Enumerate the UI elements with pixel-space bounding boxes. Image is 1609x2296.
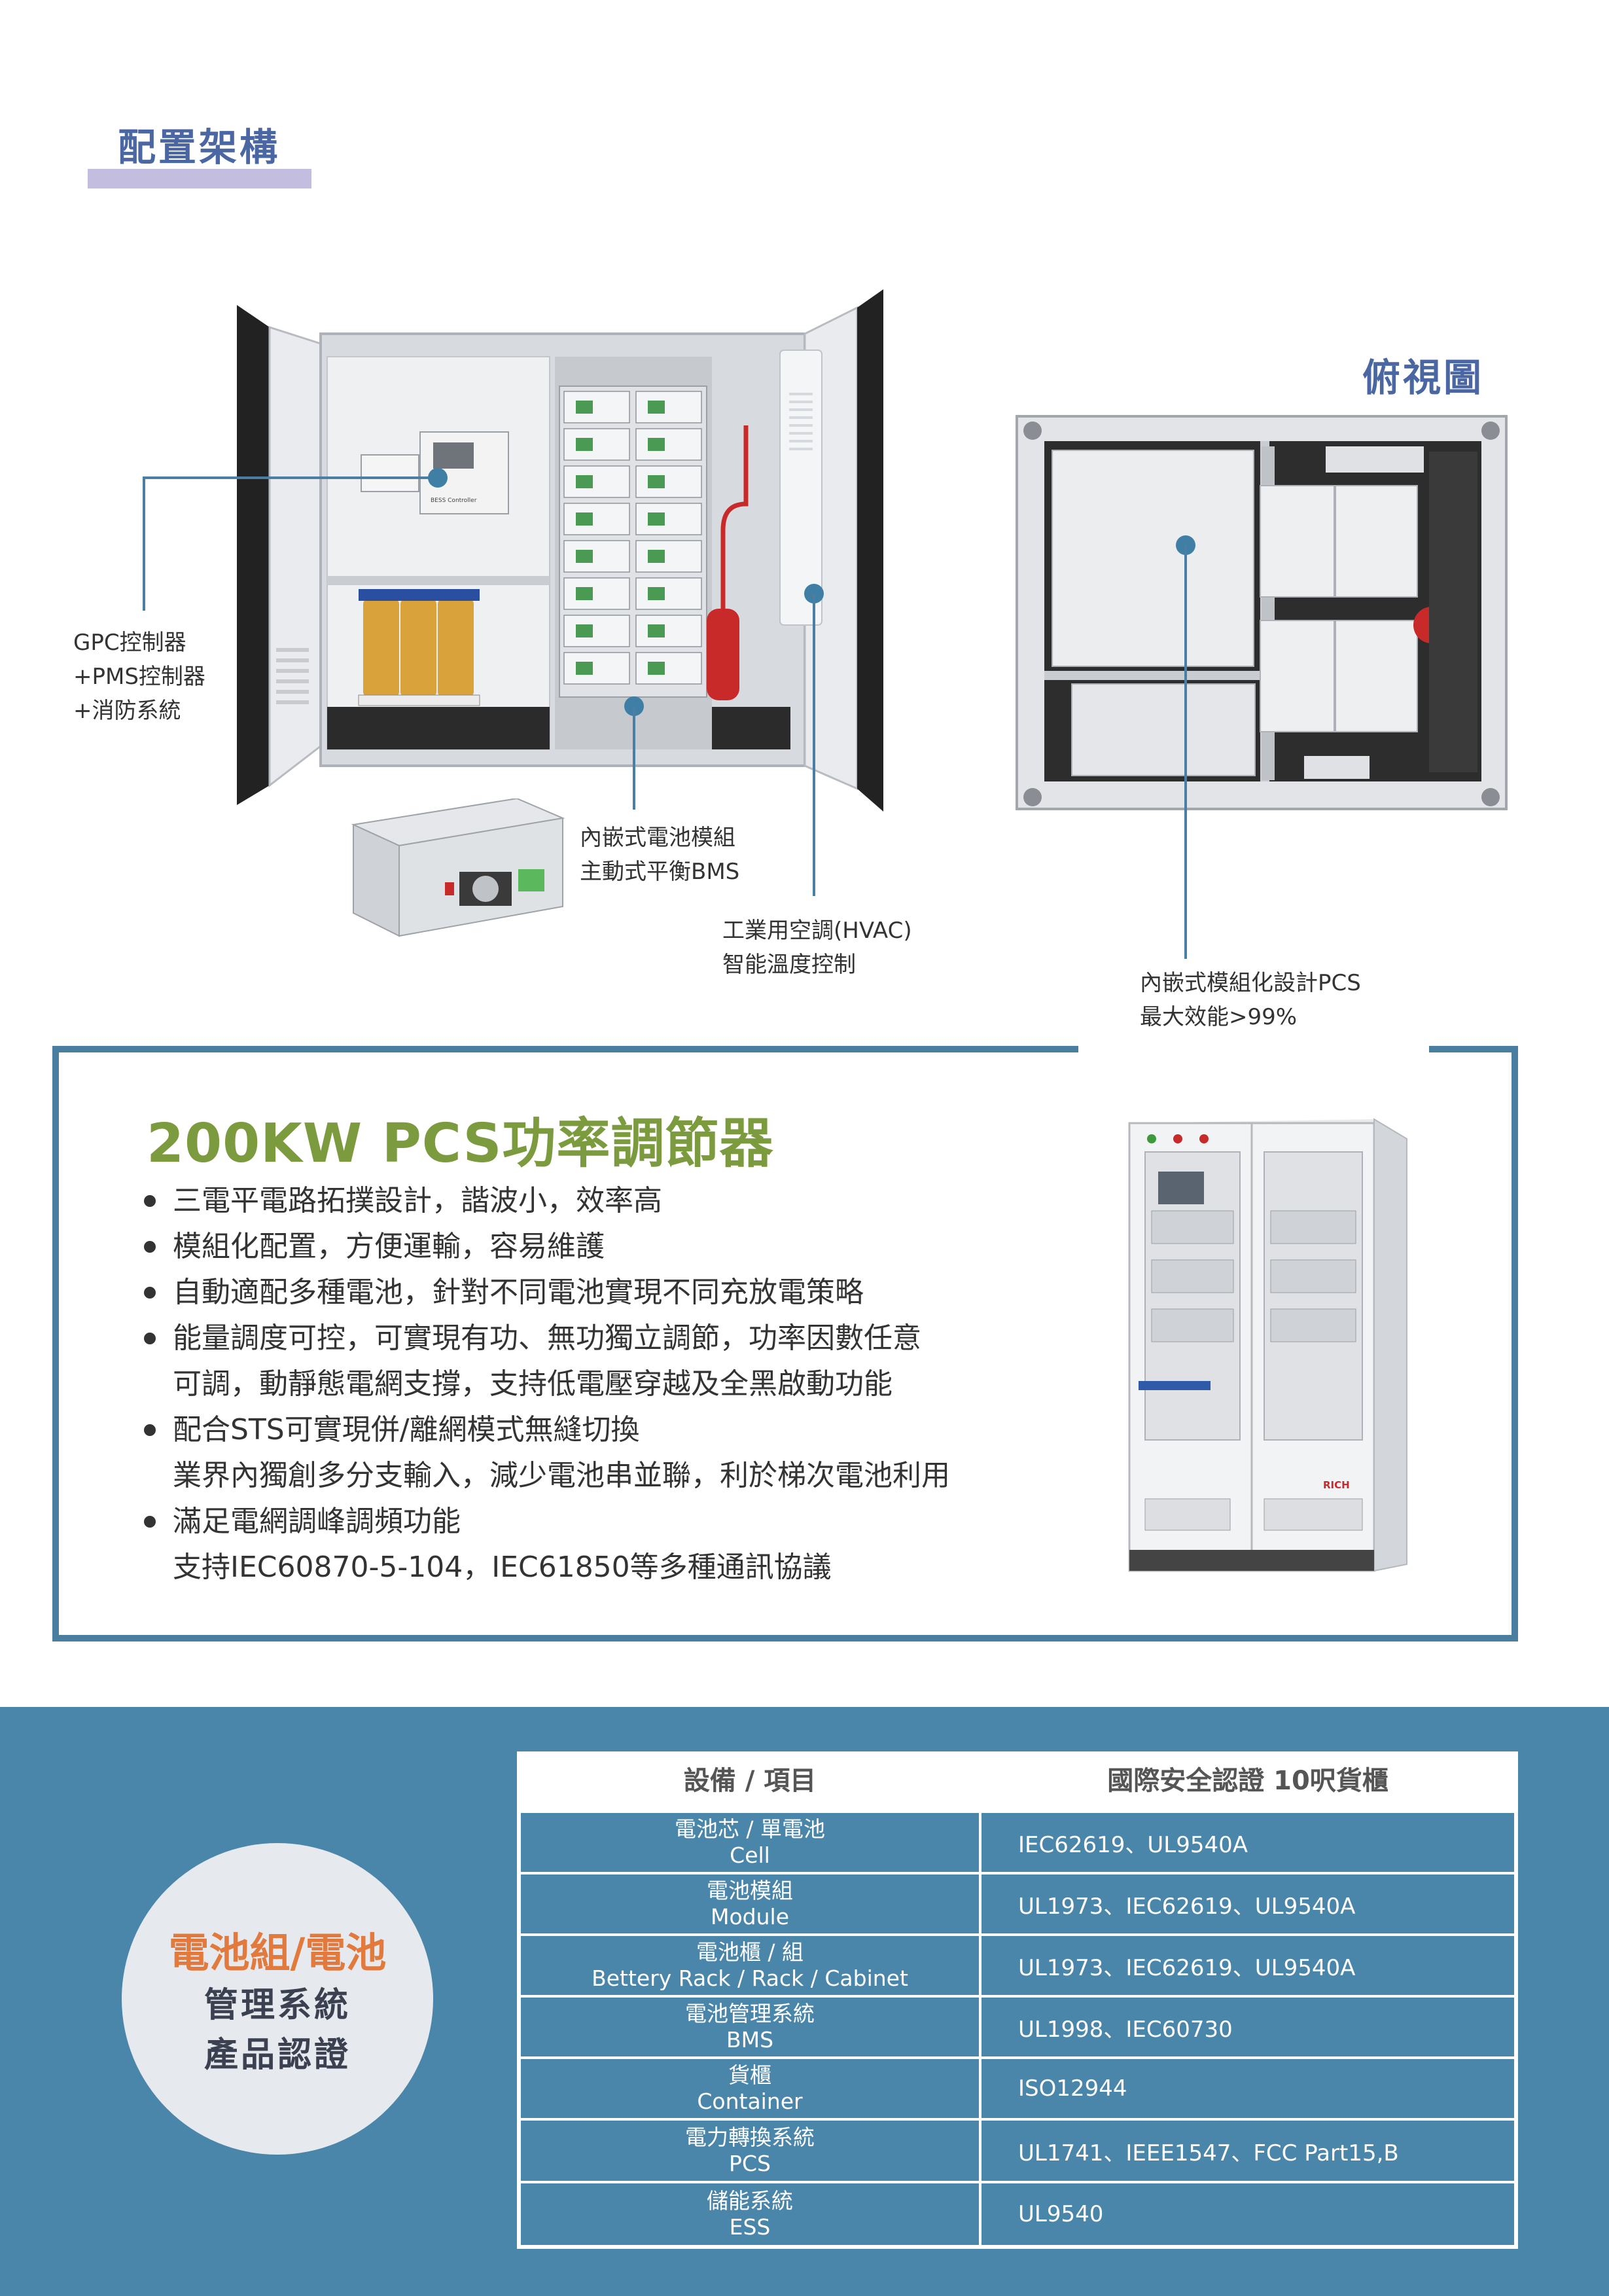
- battery-module-indicator: [648, 587, 665, 600]
- battery-module-slot: [563, 391, 630, 423]
- top-view-illustration: [1016, 415, 1508, 810]
- table-row-cert: UL9540: [981, 2183, 1514, 2245]
- battery-module-slot: [563, 503, 630, 535]
- battery-module-indicator: [576, 587, 593, 600]
- controller-label: BESS Controller: [431, 497, 477, 504]
- battery-module-indicator: [648, 475, 665, 488]
- battery-module-slot: [635, 540, 702, 573]
- battery-module-slot: [635, 428, 702, 461]
- battery-module-indicator: [576, 438, 593, 451]
- top-view-title: 俯視圖: [1362, 355, 1485, 400]
- callout-label-gpc: GPC控制器 +PMS控制器 +消防系統: [73, 630, 205, 724]
- battery-module-slot: [635, 615, 702, 647]
- table-row-cert: UL1741、IEEE1547、FCC Part15,B: [981, 2121, 1514, 2181]
- table-row-item: 儲能系統 ESS: [521, 2183, 979, 2245]
- battery-module-indicator: [576, 475, 593, 488]
- battery-module-indicator: [576, 550, 593, 563]
- feature-item: 三電平電路拓撲設計，諧波小，效率高: [144, 1178, 1073, 1224]
- section-title: 配置架構: [118, 125, 281, 170]
- battery-module-indicator: [648, 662, 665, 675]
- battery-module-slot: [563, 615, 630, 647]
- battery-module-indicator: [648, 624, 665, 637]
- battery-module-indicator: [576, 401, 593, 414]
- callout-line-battery: [633, 706, 635, 810]
- callout-line-hvac: [813, 594, 815, 896]
- table-header-cert: 國際安全認證 10呎貨櫃: [1107, 1766, 1388, 1796]
- circle-subtitle-1: 管理系統: [203, 1986, 351, 2025]
- circle-subtitle-2: 產品認證: [203, 2036, 351, 2075]
- pcs-box-border-gap: [1078, 1039, 1429, 1055]
- callout-line-pcs: [1184, 545, 1187, 959]
- table-row-cert: UL1998、IEC60730: [981, 1998, 1514, 2056]
- feature-item-continued: 業界內獨創多分支輸入，減少電池串並聯，利於梯次電池利用: [173, 1459, 950, 1492]
- fire-extinguisher: [707, 609, 739, 700]
- battery-module-indicator: [648, 512, 665, 526]
- battery-rack: [559, 386, 707, 698]
- battery-module-slot: [635, 503, 702, 535]
- section-title-underline: [88, 169, 311, 188]
- circle-title: 電池組/電池: [168, 1929, 387, 1977]
- callout-dot-gpc: [428, 468, 448, 488]
- table-row-item: 電池管理系統 BMS: [521, 1998, 979, 2056]
- battery-module-image: [351, 798, 565, 937]
- table-row-cert: UL1973、IEC62619、UL9540A: [981, 1874, 1514, 1933]
- pcs-title: 200KW PCS功率調節器: [147, 1113, 774, 1175]
- table-row-item: 電力轉換系統 PCS: [521, 2121, 979, 2181]
- battery-module-slot: [563, 540, 630, 573]
- battery-module-indicator: [648, 550, 665, 563]
- table-row-item: 電池芯 / 單電池 Cell: [521, 1813, 979, 1872]
- pcs-feature-box: [52, 1046, 1518, 1641]
- table-row-cert: ISO12944: [981, 2059, 1514, 2118]
- certification-circle-text: 電池組/電池 管理系統 產品認證: [122, 1926, 433, 2080]
- battery-module-indicator: [576, 624, 593, 637]
- feature-item: 自動適配多種電池，針對不同電池實現不同充放電策略: [144, 1270, 1073, 1316]
- battery-module-indicator: [648, 438, 665, 451]
- callout-label-battery: 內嵌式電池模組 主動式平衡BMS: [580, 825, 740, 885]
- certification-table: 設備 / 項目 國際安全認證 10呎貨櫃 電池芯 / 單電池 Cell IEC6…: [517, 1751, 1518, 2249]
- callout-label-hvac: 工業用空調(HVAC) 智能溫度控制: [722, 918, 912, 978]
- battery-module-slot: [635, 652, 702, 685]
- table-row-cert: IEC62619、UL9540A: [981, 1813, 1514, 1872]
- callout-line-gpc-vertical: [143, 476, 145, 611]
- feature-item-continued: 可調，動靜態電網支撐，支持低電壓穿越及全黑啟動功能: [173, 1367, 893, 1401]
- feature-item: 配合STS可實現併/離網模式無縫切換: [144, 1407, 1073, 1453]
- feature-item: 滿足電網調峰調頻功能: [144, 1499, 1073, 1545]
- pcs-cabinet-top: [1052, 450, 1254, 667]
- battery-module-indicator: [576, 512, 593, 526]
- battery-module-slot: [563, 465, 630, 498]
- left-door: [237, 305, 270, 805]
- battery-module-indicator: [648, 401, 665, 414]
- feature-item: 模組化配置，方便運輸，容易維護: [144, 1224, 1073, 1270]
- battery-module-slot: [563, 652, 630, 685]
- callout-label-pcs: 內嵌式模組化設計PCS 最大效能>99%: [1140, 970, 1361, 1030]
- feature-item: 能量調度可控，可實現有功、無功獨立調節，功率因數任意: [144, 1316, 1073, 1361]
- battery-module-indicator: [576, 662, 593, 675]
- pcs-brand-label: RICH: [1323, 1479, 1350, 1491]
- table-row-item: 電池櫃 / 組 Bettery Rack / Rack / Cabinet: [521, 1936, 979, 1995]
- container-illustration: BESS Controller: [237, 289, 883, 812]
- battery-module-slot: [563, 577, 630, 610]
- battery-module-slot: [635, 465, 702, 498]
- feature-item-continued: 支持IEC60870-5-104，IEC61850等多種通訊協議: [173, 1551, 832, 1584]
- table-row-item: 電池模組 Module: [521, 1874, 979, 1933]
- battery-module-slot: [635, 391, 702, 423]
- battery-module-slot: [635, 577, 702, 610]
- table-row-cert: UL1973、IEC62619、UL9540A: [981, 1936, 1514, 1995]
- callout-line-gpc: [143, 476, 440, 479]
- pcs-cabinet-image: RICH: [1128, 1118, 1407, 1572]
- transformers: [358, 589, 480, 706]
- certification-circle: [122, 1843, 433, 2155]
- table-row-item: 貨櫃 Container: [521, 2059, 979, 2118]
- pcs-feature-list: 三電平電路拓撲設計，諧波小，效率高 模組化配置，方便運輸，容易維護 自動適配多種…: [144, 1178, 1073, 1590]
- table-header-item: 設備 / 項目: [683, 1766, 817, 1796]
- battery-module-slot: [563, 428, 630, 461]
